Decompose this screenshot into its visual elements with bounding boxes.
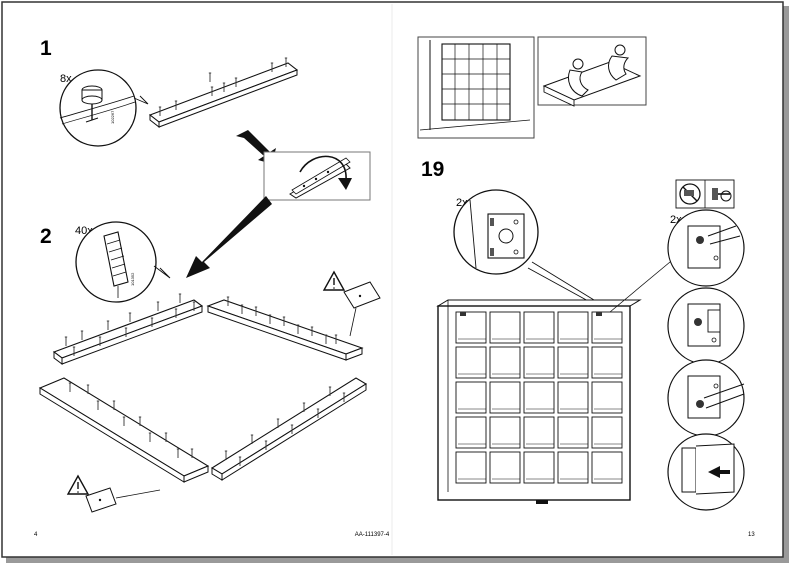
step-19-number: 19 [421,158,444,181]
step-2-part-code: 101352 [130,272,135,286]
bookcase [436,299,642,504]
board-bottom-right [210,377,368,481]
footer-doc-code: AA-111397-4 [355,532,390,538]
detail-circle-2 [667,287,745,365]
cubby [489,311,521,344]
board-bottom-left [38,377,210,483]
cubby [591,346,623,379]
cubby [489,416,521,449]
cubby [455,346,487,379]
cubby [591,416,623,449]
tool-icons [675,179,735,209]
cubby [489,346,521,379]
rotate-arrow-icon [338,178,352,190]
cubby [523,451,555,484]
two-person-assembly-illustration [537,36,647,107]
step-1-quantity: 8x [60,73,72,85]
cubby [523,346,555,379]
warning-callout-bottom [66,474,161,513]
tip-over-illustration [417,36,535,139]
cubby [489,381,521,414]
cubby [455,381,487,414]
cubby [591,451,623,484]
cubby [455,416,487,449]
allowed-screwdriver-icon [712,188,732,202]
cubby [455,451,487,484]
cubby [557,381,589,414]
step-1-number: 1 [40,37,52,60]
step-2-number: 2 [40,225,52,248]
board-with-bolts [148,57,299,129]
cubby [489,451,521,484]
arrow-icon [708,466,730,478]
bracket-zoom [453,189,595,303]
step-1-part-code: 102267 [110,110,115,124]
arrow-icon [186,196,272,278]
detail-circle-4 [667,433,745,511]
detail-circle-1 [609,209,745,313]
bookcase-cubbies [455,311,623,484]
cubby [591,311,623,344]
cubby [523,381,555,414]
cubby [523,416,555,449]
cubby [557,311,589,344]
left-page-number: 4 [34,532,38,538]
dowel-zoom: 101352 [75,221,171,303]
cubby [591,381,623,414]
board-top-right [206,296,364,361]
prohibited-tool-icon [679,183,701,205]
board-top-left [52,293,204,365]
cubby [523,311,555,344]
cubby [557,451,589,484]
step-2: 2 40x 101352 [38,221,381,513]
right-page-number: 13 [748,532,755,538]
cubby [455,311,487,344]
cubby [557,416,589,449]
detail-circle-3 [667,359,745,437]
flip-detail [236,130,371,201]
warning-callout-right [322,270,381,337]
cam-bolt-zoom: 102267 [59,69,149,147]
cubby [557,346,589,379]
step-1: 1 8x 102267 [40,37,299,147]
